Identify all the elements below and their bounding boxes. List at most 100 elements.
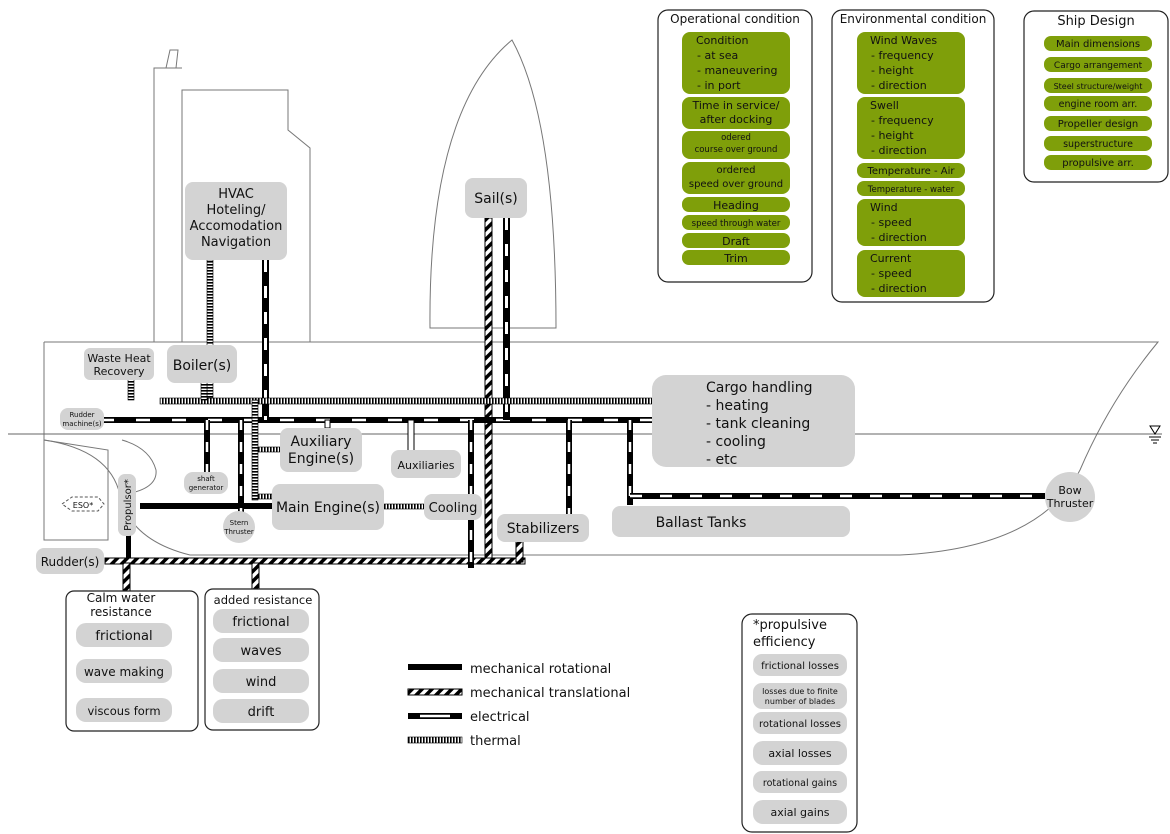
label-text: Rudder(s) (41, 555, 100, 569)
label-text: - cooling (706, 434, 766, 450)
added-resistance-panel: added resistance frictional waves wind d… (204, 588, 320, 731)
legend-label-mechanical-rotational: mechanical rotational (470, 662, 611, 677)
ballast-box: Ballast Tanks (612, 506, 850, 537)
label-text: viscous form (87, 704, 160, 718)
legend-label-electrical: electrical (470, 710, 530, 725)
label-text: Stabilizers (507, 521, 580, 537)
label-text: ordered speed over ground (689, 165, 783, 190)
label-text: added resistance (214, 593, 313, 607)
label-text: - direction (864, 231, 927, 244)
label-text: Operational condition (670, 12, 800, 26)
label-text: Recovery (93, 365, 144, 378)
label-text: Wind Waves (870, 34, 937, 47)
label-text: rotational losses (759, 719, 841, 730)
label-text: *propulsive (753, 618, 827, 633)
label-text: Main dimensions (1056, 39, 1140, 50)
label-text: - height (864, 64, 914, 77)
operational-condition-panel: Operational condition Condition - at sea… (657, 9, 813, 283)
cooling-box: Cooling (424, 494, 482, 520)
label-text: speed through water (692, 219, 781, 229)
label-text: engine room arr. (1059, 99, 1138, 110)
label-text: Ballast Tanks (656, 515, 747, 531)
label-text: propulsive arr. (1062, 158, 1134, 169)
label-text: frictional (232, 615, 289, 630)
label-text: - in port (690, 79, 741, 92)
stabilizers-box: Stabilizers (497, 514, 589, 542)
sails-box: Sail(s) (465, 178, 527, 218)
label-text: - frequency (864, 114, 934, 127)
legend: mechanical rotational mechanical transla… (407, 662, 630, 749)
label-text: Bow (1058, 484, 1081, 497)
label-text: wave making (84, 665, 164, 679)
label-text: Auxiliary (290, 434, 351, 450)
label-text: axial gains (770, 806, 829, 819)
label-text: losses due to finite (762, 687, 838, 696)
label-text: course over ground (695, 145, 778, 155)
label-text: Wind (870, 201, 898, 214)
label-text: ESO* (73, 501, 93, 510)
rudders-box: Rudder(s) (36, 548, 104, 574)
label-text: Temperature - Air (866, 166, 955, 177)
label-text: - heating (706, 398, 769, 414)
label-text: Draft (722, 235, 750, 248)
propulsor-box: Propulsor* (118, 474, 136, 536)
label-text: Wind - speed - direction (864, 201, 927, 244)
label-text: Cooling (429, 501, 478, 516)
label-text: Heading (713, 199, 759, 212)
legend-swatch-mechanical-rotational (408, 664, 462, 670)
legend-label-mechanical-translational: mechanical translational (470, 686, 630, 701)
label-text: Auxiliaries (398, 459, 455, 472)
label-text: frictional losses (761, 661, 839, 672)
main-engine-box: Main Engine(s) (272, 484, 384, 530)
label-text: Boiler(s) (173, 358, 232, 374)
label-text: waves (240, 644, 281, 659)
label-text: rotational gains (763, 778, 837, 789)
label-text: Ship Design (1057, 14, 1134, 29)
label-text: Sail(s) (474, 191, 517, 207)
label-text: Cargo arrangement (1054, 61, 1143, 71)
ship-outline (43, 39, 1160, 556)
label-text: - speed (864, 267, 912, 280)
label-text: Current - speed - direction (864, 252, 927, 295)
auxiliaries-box: Auxiliaries (391, 450, 461, 478)
label-text: - direction (864, 79, 927, 92)
label-text: superstructure (1063, 139, 1133, 150)
label-text: - maneuvering (690, 64, 777, 77)
label-text: Waste Heat (87, 352, 151, 365)
label-text: - direction (864, 282, 927, 295)
label-text: Thruster (1046, 497, 1094, 510)
label-text: wind (246, 675, 277, 690)
label-text: HVAC (218, 187, 254, 202)
label-text: speed over ground (689, 179, 783, 190)
label-text: Wind Waves - frequency - height - direct… (864, 34, 937, 92)
label-text: machine(s) (62, 420, 101, 428)
legend-swatch-thermal (407, 736, 463, 744)
label-text: Trim (723, 252, 747, 265)
legend-label-thermal: thermal (470, 734, 521, 749)
label-text: ordered (717, 165, 756, 176)
label-text: - direction (864, 144, 927, 157)
label-text: - speed (864, 216, 912, 229)
label-text: Thruster (223, 528, 254, 536)
label-text: Temperature - water (867, 185, 955, 195)
label-text: Main Engine(s) (276, 500, 380, 516)
label-text: Calm water (87, 591, 156, 605)
label-text: after docking (700, 113, 773, 126)
label-text: Stern (230, 519, 249, 527)
label-text: Time in service/ (691, 99, 779, 112)
